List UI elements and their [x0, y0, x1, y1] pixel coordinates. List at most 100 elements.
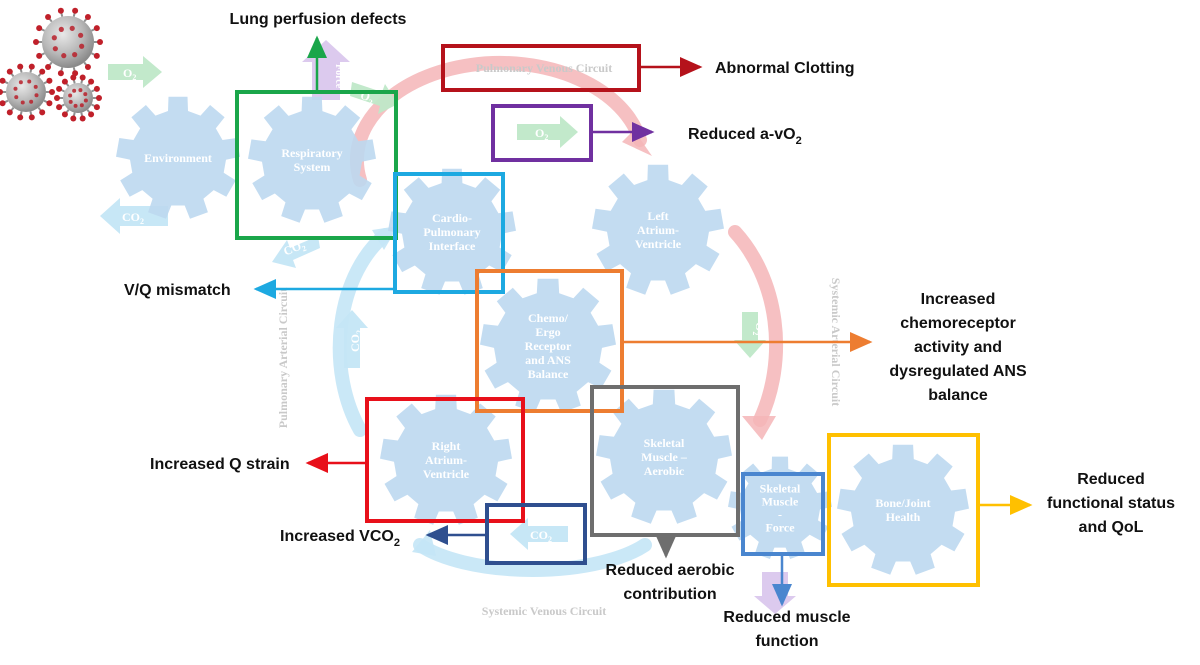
gear-label-line: Respiratory	[281, 146, 342, 160]
pulmonary-venous-arc	[349, 55, 647, 187]
outcome-line: Reduced muscle	[723, 609, 850, 626]
gear-shape	[116, 96, 240, 219]
outcome-q-strain: Increased Q strain	[150, 456, 290, 473]
bone-joint-highlight-box	[827, 433, 980, 587]
gear-label-line: System	[294, 160, 331, 174]
o2-extraction-highlight-box	[491, 104, 593, 162]
virus-icon	[54, 74, 102, 122]
outcome-line: Abnormal Clotting	[715, 60, 855, 77]
o2-label: O	[753, 322, 767, 331]
o2-arrow-environment: O2	[108, 56, 162, 88]
gear-label-line: Interface	[429, 239, 476, 253]
gear-label-line: Muscle	[762, 495, 799, 509]
outcome-reduced-avo2: Reduced a-vO2	[688, 126, 802, 147]
systemic-venous-arc	[413, 538, 652, 577]
co2-sub: 2	[355, 330, 364, 334]
svg-text:O2: O2	[751, 322, 767, 335]
systemic-venous-circuit-label: Systemic Venous Circuit	[482, 604, 606, 618]
gear-label-line: Left	[647, 209, 668, 223]
vco2-sub: 2	[394, 537, 400, 549]
co2-sub: 2	[548, 535, 552, 544]
svg-text:CO2: CO2	[530, 528, 552, 544]
co2-label: CO	[530, 528, 548, 542]
svg-text:O2: O2	[535, 126, 548, 142]
outcome-line: Increased	[921, 291, 996, 308]
virus-icon	[33, 7, 103, 77]
gear-label-line: Skeletal	[644, 436, 685, 450]
gear-label-line: Skeletal	[760, 482, 801, 496]
outcome-line: Increased Q strain	[150, 456, 290, 473]
gear-label-line: Right	[432, 439, 461, 453]
co2-sub: 2	[301, 244, 308, 254]
outcome-line: Reduced aerobic	[606, 562, 735, 579]
outcome-aerobic: Reduced aerobic contribution	[606, 562, 735, 603]
reduced-avo2-main: Reduced a-vO	[688, 126, 796, 143]
pulmonary-venous-arrowhead	[622, 130, 652, 156]
gear-shape	[380, 394, 512, 525]
systemic-arterial-arrowhead	[742, 416, 776, 440]
gear-environment: Environment	[116, 96, 240, 219]
outcome-line: Reduced	[1077, 471, 1145, 488]
outcome-line: chemoreceptor	[900, 315, 1016, 332]
pulmonary-arterial-circuit-label: Pulmonary Arterial Circuit	[276, 288, 290, 428]
o2-label: O	[535, 126, 544, 140]
pulmonary-venous-circuit-label: Pulmonary Venous Circuit	[476, 61, 612, 75]
reduced-avo2-sub: 2	[796, 135, 802, 147]
outcome-vco2: Increased VCO2	[280, 528, 400, 549]
outcome-line: activity and	[914, 339, 1002, 356]
outcome-line: V/Q mismatch	[124, 282, 231, 299]
gear-shape	[248, 96, 376, 223]
outcome-line: Lung perfusion defects	[230, 11, 407, 28]
gear-label-line: Ergo	[535, 325, 560, 339]
right-atrium-highlight-box	[365, 397, 525, 523]
svg-text:CO2: CO2	[348, 330, 364, 352]
gear-label-line: Force	[765, 521, 795, 535]
systemic-arterial-arc	[728, 225, 784, 427]
gear-label-line: Aerobic	[644, 464, 685, 478]
outcome-line: contribution	[623, 586, 716, 603]
o2-arrow-pulmonary-venous: O2	[517, 116, 578, 148]
gear-label-line: Health	[886, 510, 921, 524]
virus-illustrations	[0, 7, 103, 122]
gear-shape	[837, 444, 969, 575]
co2-arrow-cardiopulmonary: CO2	[272, 236, 320, 268]
pulmonary-venous-highlight-box	[441, 44, 641, 92]
gear-shape	[596, 389, 732, 524]
force-arrow-skeletal	[754, 572, 796, 614]
gear-shape	[480, 278, 616, 413]
outcome-lung-perfusion: Lung perfusion defects	[230, 11, 407, 28]
o2-arrow-systemic-arterial: O2	[734, 312, 767, 358]
gear-label-line: Ventricle	[635, 237, 682, 251]
outcome-line: function	[755, 633, 818, 650]
outcome-muscle: Reduced muscle function	[723, 609, 850, 650]
co2-sub: 2	[140, 217, 144, 226]
gear-shape	[592, 164, 724, 295]
cardiopulmonary-highlight-box	[393, 172, 505, 294]
gear-label-line: Bone/Joint	[875, 496, 930, 510]
gear-shape	[728, 456, 832, 559]
o2-sub: 2	[367, 97, 374, 107]
svg-text:CO2: CO2	[122, 210, 144, 226]
outcome-arrows	[253, 35, 1033, 607]
svg-text:CO2: CO2	[281, 237, 307, 260]
co2-arrow-pulmonary-arterial: CO2	[336, 310, 368, 368]
co2-label: CO	[122, 210, 140, 224]
